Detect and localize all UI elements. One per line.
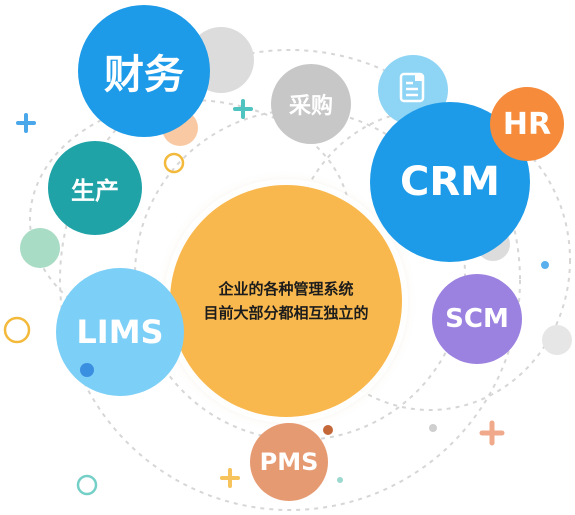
center-line-1: 企业的各种管理系统: [218, 280, 354, 298]
deco-circle-green: [20, 228, 60, 268]
hr-bubble: HR: [490, 87, 564, 161]
lims-accent-dot: [80, 363, 94, 377]
pms-label: PMS: [259, 448, 319, 476]
deco-ring-teal: [76, 474, 98, 496]
production-label: 生产: [71, 176, 119, 205]
scm-label: SCM: [445, 304, 509, 334]
pms-bubble: PMS: [250, 423, 328, 501]
center-line-2: 目前大部分都相互独立的: [203, 304, 369, 322]
document-icon: [398, 72, 428, 108]
deco-plus-teal: [233, 99, 253, 119]
deco-circle-gray-far-right: [542, 325, 572, 355]
finance-bubble: 财务: [78, 5, 210, 137]
lims-label: LIMS: [76, 313, 164, 351]
finance-label: 财务: [104, 52, 184, 98]
procurement-label: 采购: [288, 94, 333, 119]
deco-plus-blue: [16, 113, 36, 133]
deco-ring-yellow-left: [3, 316, 31, 344]
deco-plus-orange: [479, 420, 505, 446]
crm-label: CRM: [400, 159, 500, 205]
production-bubble: 生产: [48, 141, 142, 235]
center-bubble: 企业的各种管理系统 目前大部分都相互独立的: [170, 185, 402, 417]
procurement-bubble: 采购: [271, 64, 351, 144]
lims-bubble: LIMS: [56, 268, 184, 396]
hr-label: HR: [502, 106, 552, 142]
deco-dot-blue-right: [541, 261, 549, 269]
scm-bubble: SCM: [432, 274, 522, 364]
deco-ring-yellow-top: [163, 152, 185, 174]
deco-plus-yellow: [220, 468, 240, 488]
deco-dot-gray: [429, 424, 437, 432]
deco-dot-mint: [337, 477, 343, 483]
orbit-large: [59, 49, 521, 511]
orbit-right: [289, 109, 571, 411]
deco-dot-brown: [323, 425, 333, 435]
